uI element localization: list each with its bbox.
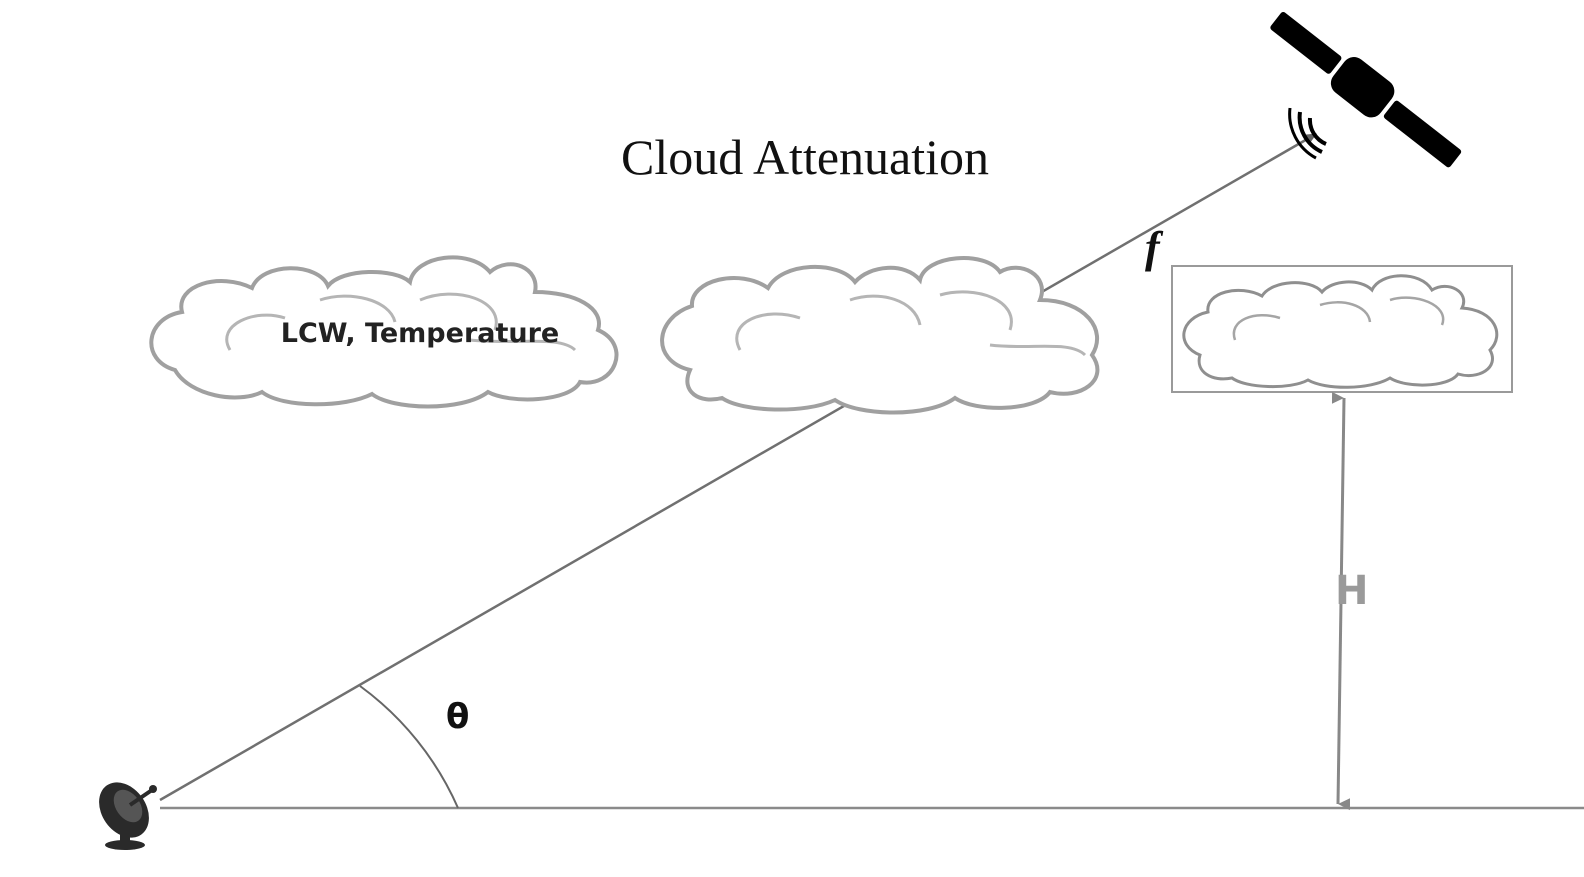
frequency-label: f [1145,223,1160,272]
cloud-height-label: H [1335,568,1369,614]
elevation-angle-label: θ [446,697,470,737]
elevation-angle-arc [359,685,459,809]
satellite-icon [1270,12,1462,168]
diagram-title: Cloud Attenuation [620,129,990,185]
satellite-dish-icon [99,782,157,850]
cloud-boxed [1182,274,1499,389]
height-arrow [1331,391,1351,811]
cloud-left [149,255,619,409]
cloud-middle [660,256,1100,415]
slant-path-arrow [159,132,1317,802]
cloud-label: LCW, Temperature [280,318,560,349]
